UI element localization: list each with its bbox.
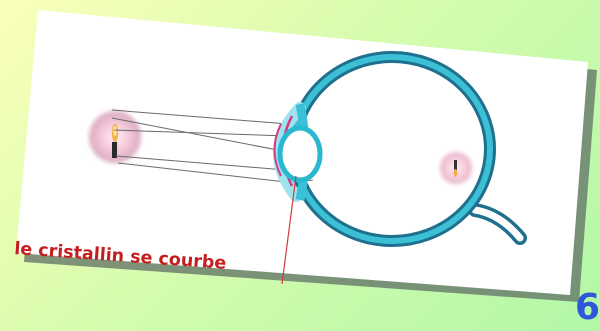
crystalline-lens (280, 128, 320, 180)
page-number: 6 (575, 288, 600, 328)
retina-image-icon (440, 152, 472, 184)
